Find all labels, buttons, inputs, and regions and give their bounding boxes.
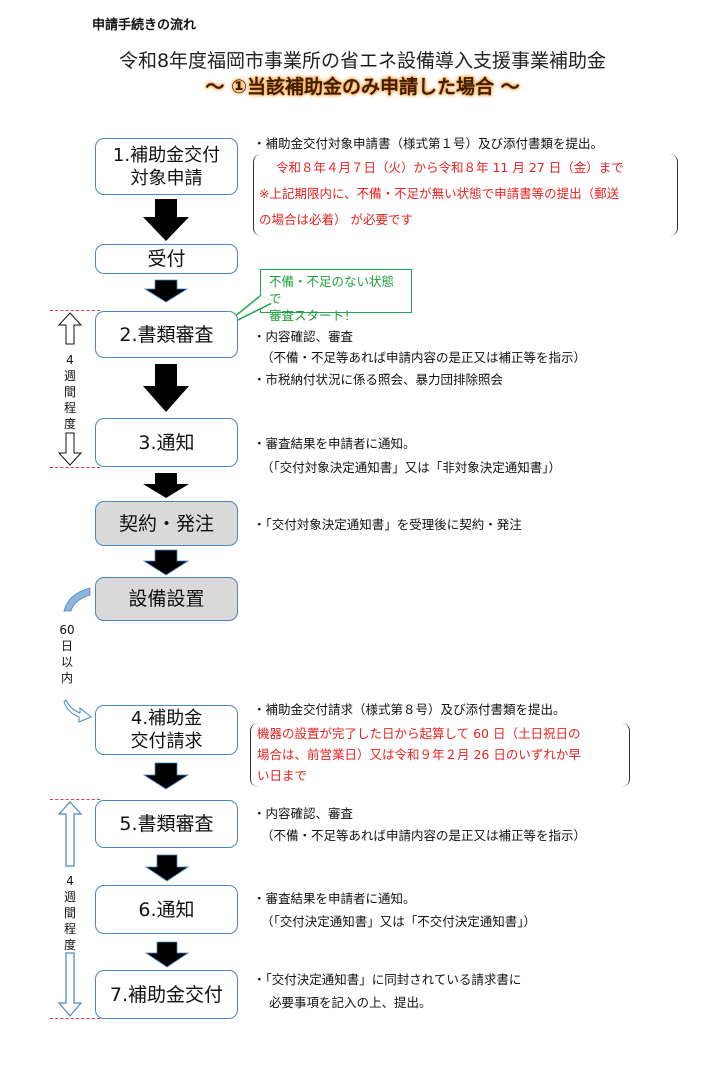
step-2-box: 2.書類審査: [95, 311, 238, 358]
step-4-note-line: い日まで: [257, 768, 308, 783]
step-4-note-bracket: [250, 723, 630, 787]
step-1-label-line2: 対象申請: [130, 167, 203, 189]
step-1-note-bracket: [253, 154, 678, 236]
step-1-label-line1: 1.補助金交付: [112, 144, 221, 166]
section-heading: 申請手続きの流れ: [92, 18, 197, 33]
down-arrow-icon: [142, 762, 190, 790]
step-2-desc: （不備・不足等あれば申請内容の是正又は補正等を指示）: [261, 350, 587, 365]
review-start-callout: 不備・不足のない状態で 審査スタート！: [260, 269, 412, 323]
step-7-label: 7.補助金交付: [109, 983, 224, 1006]
step-contract-box: 契約・発注: [95, 501, 238, 546]
down-arrow-icon: [144, 854, 190, 882]
step-2-label: 2.書類審査: [119, 323, 214, 346]
step-6-desc: ・審査結果を申請者に通知。: [253, 891, 416, 906]
period-start-line: [50, 310, 100, 311]
period-end-line: [50, 467, 100, 468]
step-4-label-line1: 4.補助金: [130, 708, 203, 729]
step-5-box: 5.書類審査: [95, 800, 238, 848]
down-arrow-icon: [144, 941, 190, 968]
callout-line1: 不備・不足のない状態で: [269, 274, 395, 306]
step-1-note-line: 令和８年４月７日（火）から令和８年 11 月 27 日（金）まで: [276, 160, 624, 175]
step-reception-box: 受付: [95, 244, 238, 274]
step-1-note-line: の場合は必着） が必要です: [259, 212, 413, 227]
up-arrow-icon: [57, 801, 83, 867]
review1-duration-label: 4 週 間 程 度: [63, 353, 76, 431]
period-end-line: [50, 1018, 100, 1019]
install-duration-label: 60 日 以 内: [59, 623, 75, 685]
step-installation-box: 設備設置: [95, 577, 238, 621]
down-arrow-icon: [142, 549, 190, 576]
step-4-label-line2: 交付請求: [130, 731, 203, 752]
page-subtitle: ～ ①当該補助金のみ申請した場合 ～: [205, 76, 520, 98]
step-6-desc: （「交付決定通知書」又は「不交付決定通知書」）: [261, 914, 537, 929]
review2-duration-label: 4 週 間 程 度: [63, 874, 76, 952]
step-5-label: 5.書類審査: [119, 813, 214, 835]
step-1-box: 1.補助金交付 対象申請: [95, 138, 238, 195]
curved-arrow-start-icon: [63, 587, 91, 612]
step-reception-label: 受付: [147, 248, 186, 270]
step-5-desc: ・内容確認、審査: [253, 806, 354, 821]
step-6-box: 6.通知: [95, 885, 238, 934]
step-4-desc: ・補助金交付請求（様式第８号）及び添付書類を提出。: [253, 702, 566, 717]
step-installation-label: 設備設置: [128, 588, 205, 610]
step-6-label: 6.通知: [138, 898, 195, 921]
period-start-line: [50, 799, 100, 800]
step-7-box: 7.補助金交付: [95, 970, 238, 1019]
step-1-note-line: ※上記期限内に、不備・不足が無い状態で申請書等の提出（郵送: [259, 186, 620, 201]
step-3-desc: （「交付対象決定通知書」又は「非対象決定通知書」）: [261, 460, 562, 475]
step-4-note-line: 場合は、前営業日）又は令和９年２月 26 日のいずれか早: [257, 747, 581, 762]
step-3-label: 3.通知: [138, 431, 195, 454]
up-arrow-icon: [57, 312, 83, 345]
step-5-desc: （不備・不足等あれば申請内容の是正又は補正等を指示）: [261, 828, 587, 843]
curved-arrow-end-icon: [63, 699, 92, 723]
step-7-desc: ・「交付決定通知書」に同封されている請求書に: [253, 972, 522, 987]
down-arrow-icon: [143, 279, 189, 303]
down-arrow-icon: [143, 473, 189, 498]
step-4-note-line: 機器の設置が完了した日から起算して 60 日（土日祝日の: [257, 726, 581, 741]
step-2-desc: ・市税納付状況に係る照会、暴力団排除照会: [253, 372, 504, 387]
down-arrow-icon: [57, 952, 83, 1017]
callout-line2: 審査スタート！: [269, 308, 357, 323]
down-arrow-icon: [143, 199, 189, 241]
step-3-desc: ・審査結果を申請者に通知。: [253, 436, 416, 451]
step-7-desc: 必要事項を記入の上、提出。: [269, 995, 432, 1010]
step-contract-label: 契約・発注: [118, 512, 214, 535]
step-contract-desc: ・「交付対象決定通知書」を受理後に契約・発注: [253, 517, 522, 532]
step-1-desc: ・補助金交付対象申請書（様式第１号）及び添付書類を提出。: [253, 136, 604, 151]
down-arrow-icon: [57, 432, 83, 466]
step-2-desc: ・内容確認、審査: [253, 329, 354, 344]
step-4-box: 4.補助金 交付請求: [95, 705, 238, 755]
page-title: 令和8年度福岡市事業所の省エネ設備導入支援事業補助金: [118, 50, 607, 72]
down-arrow-icon: [143, 364, 189, 412]
step-3-box: 3.通知: [95, 418, 238, 467]
